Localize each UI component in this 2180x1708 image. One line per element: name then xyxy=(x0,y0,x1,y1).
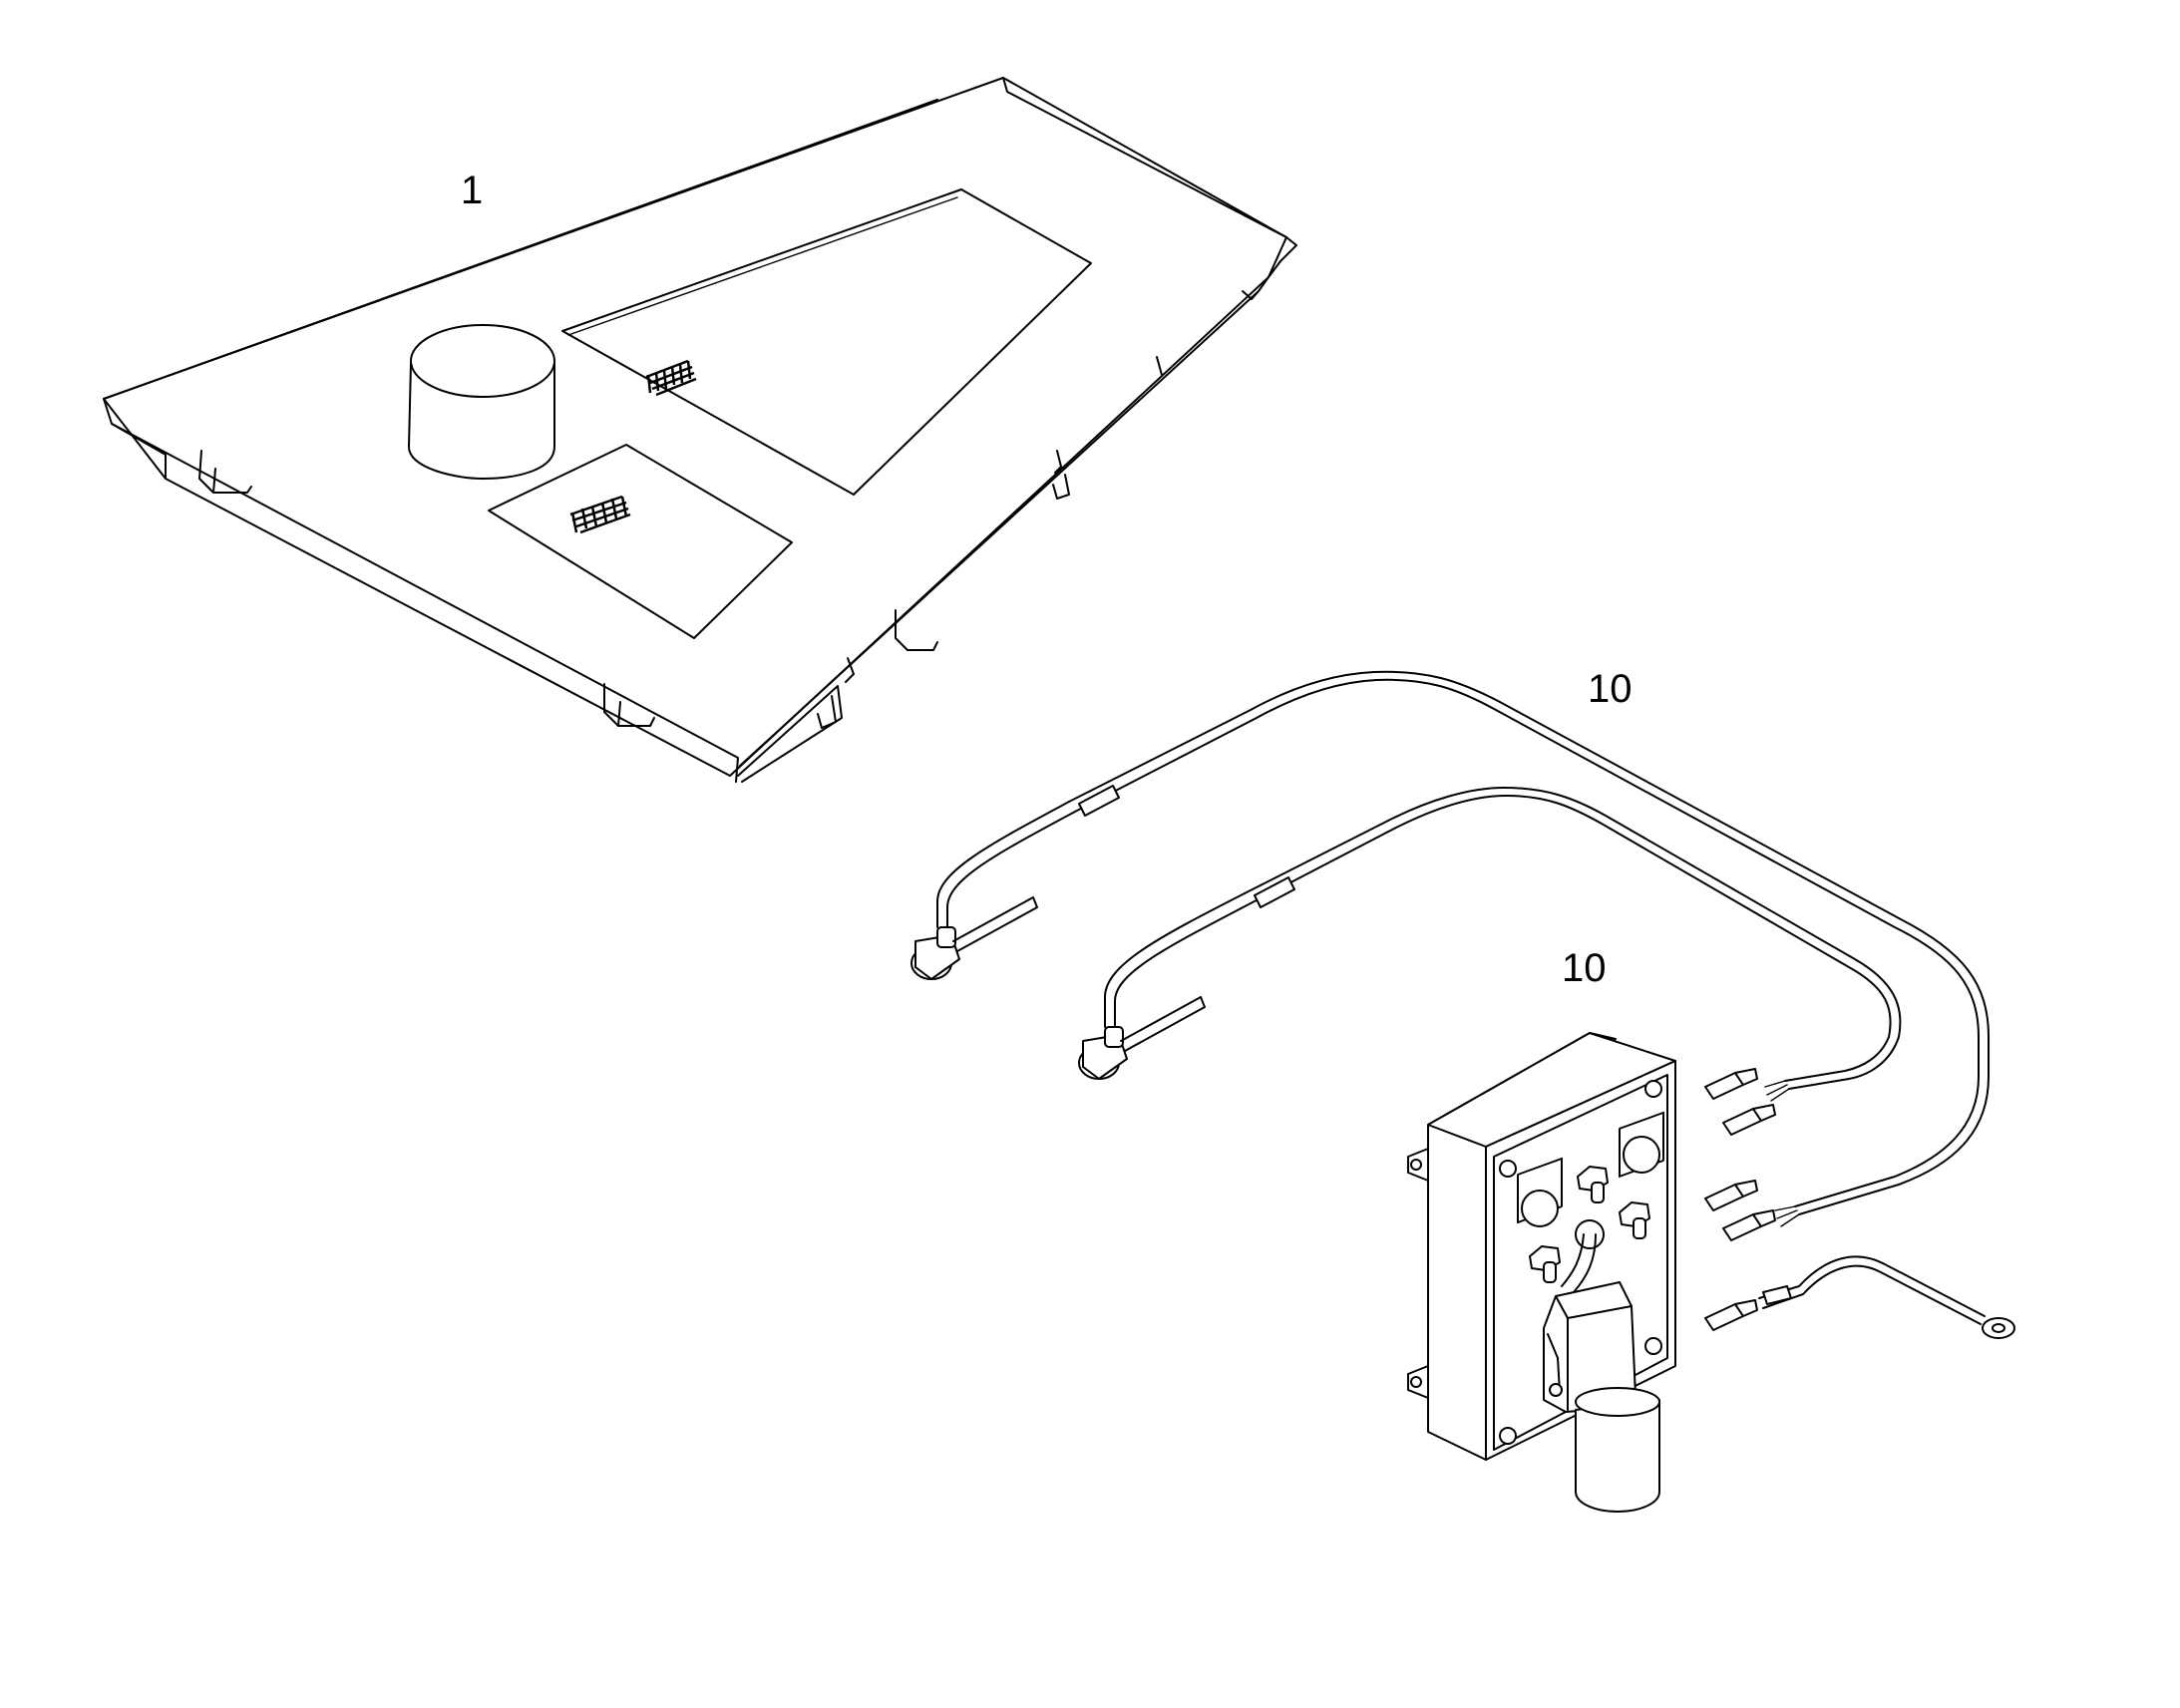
thermostat-cable-harness xyxy=(910,670,2015,1339)
ground-wire-ring-terminal xyxy=(1758,1255,2015,1339)
toggle-switch-right xyxy=(1619,1201,1650,1239)
toggle-switch-left xyxy=(1529,1245,1561,1283)
exhaust-collar xyxy=(408,324,555,480)
vent-grille-large xyxy=(645,359,697,397)
callout-cable-harness: 10 xyxy=(1588,667,1633,711)
thermostat-probe-lower xyxy=(1078,996,1206,1080)
thermostat-probe-upper xyxy=(910,896,1038,980)
vent-grille-small xyxy=(569,495,631,534)
indicator-lamp-right xyxy=(1619,1111,1664,1178)
control-box xyxy=(1407,1032,1676,1513)
cable-connector-housing xyxy=(1543,1281,1660,1513)
top-cover-panel xyxy=(103,77,1297,783)
indicator-lamp-left xyxy=(1517,1157,1563,1227)
cable-gland xyxy=(1561,1219,1605,1293)
callout-top-cover: 1 xyxy=(461,169,483,212)
spade-connectors xyxy=(1704,1068,1776,1331)
toggle-switch-top xyxy=(1577,1166,1609,1203)
callout-control-box: 10 xyxy=(1562,946,1607,990)
